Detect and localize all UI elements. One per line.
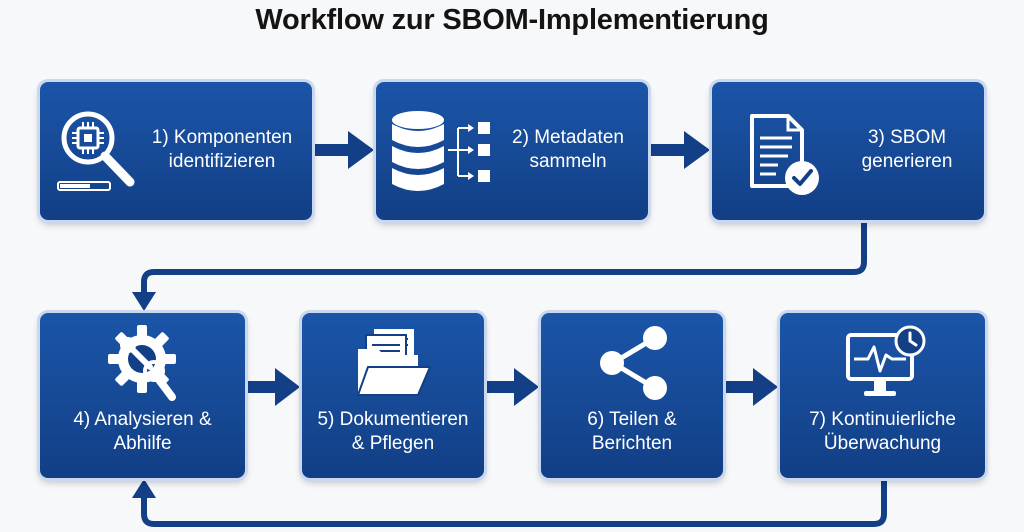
arrow-1-2 [314, 131, 374, 169]
connector-3-4-head [132, 292, 156, 311]
step-label-6: 6) Teilen & Berichten [587, 409, 677, 454]
gear-wrench-icon [108, 325, 176, 401]
share-icon [600, 326, 667, 400]
page-title: Workflow zur SBOM-Implementierung [255, 4, 769, 36]
step-box-2: 2) Metadaten sammeln [376, 82, 648, 220]
database-icon [392, 111, 490, 191]
document-check-icon [750, 114, 819, 195]
step-label-2: 2) Metadaten sammeln [512, 127, 624, 172]
step-label-3: 3) SBOM generieren [861, 127, 953, 172]
folder-icon [356, 329, 432, 396]
step-box-1: 1) Komponenten identifizieren [40, 82, 312, 220]
connector-7-4 [141, 480, 887, 527]
step-box-5: 5) Dokumentieren & Pflegen [302, 313, 484, 478]
step-box-3: 3) SBOM generieren [712, 82, 984, 220]
magnifier-chip-icon [57, 111, 135, 191]
step-label-1: 1) Komponenten identifizieren [151, 127, 293, 172]
monitor-clock-icon [846, 325, 926, 396]
arrow-4-5 [247, 368, 300, 406]
arrow-6-7 [725, 368, 778, 406]
connector-3-4 [141, 222, 867, 296]
connector-7-4-head [132, 479, 156, 498]
step-box-6: 6) Teilen & Berichten [541, 313, 723, 478]
step-label-5: 5) Dokumentieren & Pflegen [317, 409, 469, 454]
arrow-5-6 [486, 368, 539, 406]
arrow-2-3 [650, 131, 710, 169]
step-box-7: 7) Kontinuierliche Überwachung [780, 313, 985, 478]
step-label-4: 4) Analysieren & Abhilfe [73, 409, 212, 454]
step-label-7: 7) Kontinuierliche Überwachung [809, 409, 956, 454]
step-box-4: 4) Analysieren & Abhilfe [40, 313, 245, 478]
